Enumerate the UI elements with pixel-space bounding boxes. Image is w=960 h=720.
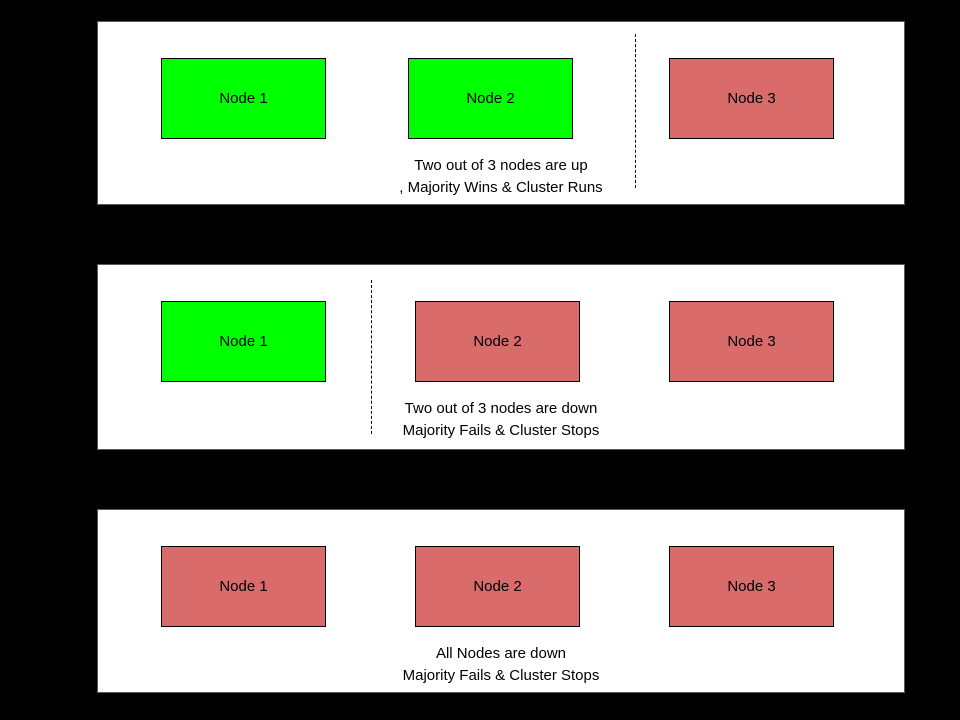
node-label: Node 1 (219, 333, 268, 350)
node-label: Node 1 (219, 90, 268, 107)
node-label: Node 3 (727, 578, 776, 595)
node-label: Node 2 (473, 333, 522, 350)
caption-line-1: Two out of 3 nodes are up (414, 157, 588, 174)
node-box: Node 2 (415, 546, 580, 627)
caption-line-2: Majority Fails & Cluster Stops (402, 422, 600, 439)
partition-dashed-line (371, 280, 372, 434)
node-box: Node 1 (161, 58, 326, 139)
node-box: Node 3 (669, 58, 834, 139)
node-label: Node 1 (219, 578, 268, 595)
caption-line-1: Two out of 3 nodes are down (404, 400, 598, 417)
node-box: Node 1 (161, 301, 326, 382)
caption-line-2: , Majority Wins & Cluster Runs (399, 179, 603, 196)
scenario-panel-two-nodes-up: Node 1 Node 2 Node 3 Two out of 3 nodes … (97, 21, 905, 205)
partition-dashed-line (635, 34, 636, 188)
node-box: Node 3 (669, 301, 834, 382)
node-label: Node 2 (466, 90, 515, 107)
panel-caption: All Nodes are down Majority Fails & Clus… (98, 643, 904, 687)
panel-caption: Two out of 3 nodes are down Majority Fai… (98, 398, 904, 442)
caption-line-1: All Nodes are down (435, 645, 567, 662)
node-box: Node 2 (408, 58, 573, 139)
scenario-panel-two-nodes-down: Node 1 Node 2 Node 3 Two out of 3 nodes … (97, 264, 905, 450)
node-label: Node 3 (727, 333, 776, 350)
panel-caption: Two out of 3 nodes are up , Majority Win… (98, 155, 904, 199)
scenario-panel-all-nodes-down: Node 1 Node 2 Node 3 All Nodes are down … (97, 509, 905, 693)
caption-line-2: Majority Fails & Cluster Stops (402, 667, 600, 684)
node-box: Node 1 (161, 546, 326, 627)
node-label: Node 2 (473, 578, 522, 595)
node-box: Node 3 (669, 546, 834, 627)
node-label: Node 3 (727, 90, 776, 107)
node-box: Node 2 (415, 301, 580, 382)
